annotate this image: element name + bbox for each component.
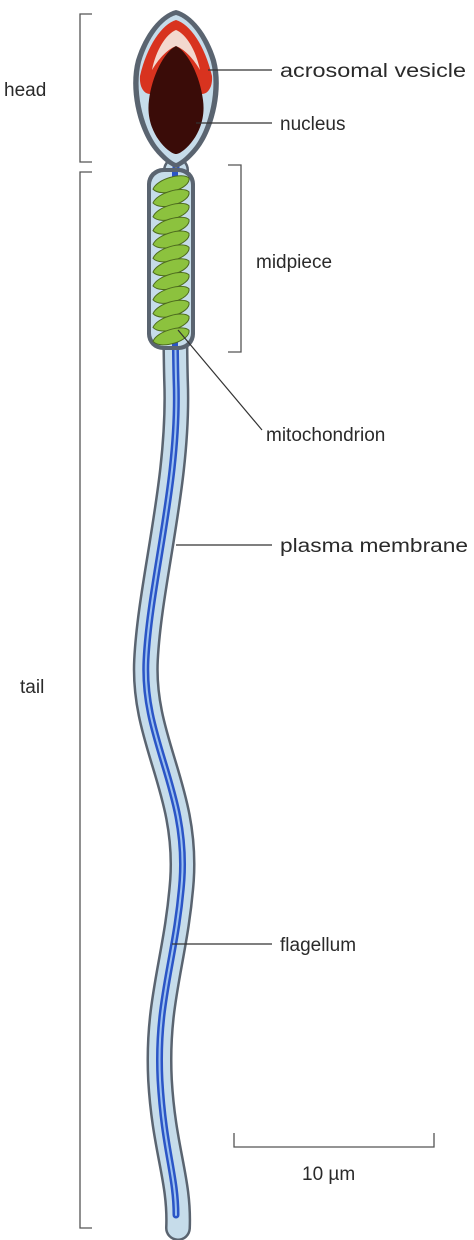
mitochondria (152, 175, 190, 346)
flagellum-tail (132, 156, 196, 1240)
midpiece-bracket (228, 164, 242, 353)
head-bracket (79, 13, 92, 163)
mitochondrion-segment (152, 230, 190, 249)
mitochondrion-segment (152, 244, 190, 263)
mitochondrion-segment (152, 299, 190, 318)
nucleus-label: nucleus (280, 114, 346, 135)
tail-label: tail (20, 677, 44, 698)
nucleus (148, 46, 204, 154)
flagellum-label: flagellum (280, 935, 356, 956)
head-label: head (4, 80, 46, 101)
scale-bar (233, 1133, 435, 1148)
mitochondrion-segment (152, 202, 190, 221)
mitochondrion-segment (152, 216, 190, 235)
acrosomal-vesicle-label: acrosomal vesicle (280, 61, 466, 82)
plasma-membrane-label: plasma membrane (280, 536, 468, 557)
mitochondrion-segment (152, 285, 190, 304)
mitochondrion-segment (152, 189, 190, 207)
mitochondrion-label: mitochondrion (266, 425, 385, 446)
midpiece-label: midpiece (256, 252, 332, 273)
mitochondrion-segment (152, 313, 190, 332)
scale-bar-label: 10 µm (302, 1164, 355, 1185)
tail-bracket (79, 171, 92, 1229)
mitochondrion-segment (152, 272, 190, 290)
mitochondrion-segment (152, 175, 190, 194)
mitochondrion-leader (177, 329, 263, 431)
mitochondrion-segment (152, 258, 190, 277)
